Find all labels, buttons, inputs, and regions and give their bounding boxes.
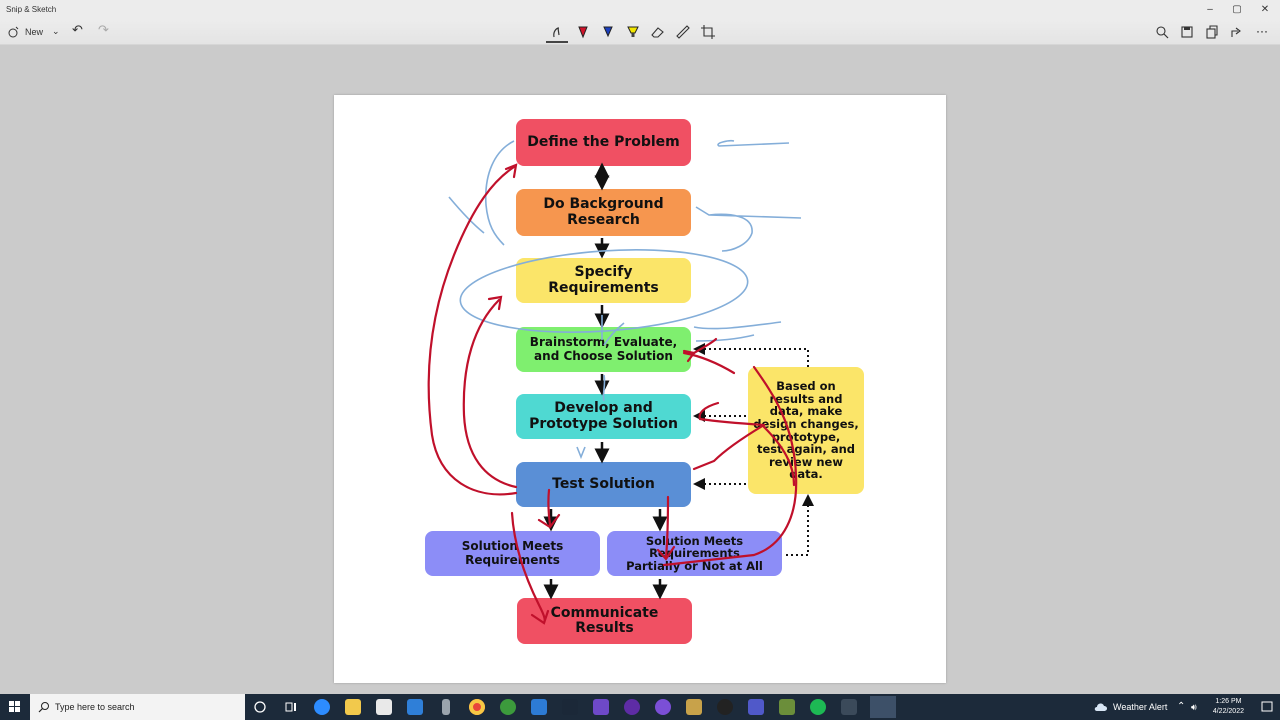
phone-icon[interactable] <box>442 699 450 715</box>
title-bar: Snip & Sketch – ▢ ✕ <box>0 0 1280 20</box>
active-tool-indicator <box>546 41 568 43</box>
touch-writing-icon[interactable] <box>549 23 567 41</box>
zoom-icon[interactable] <box>1153 23 1171 41</box>
app-circle-icon[interactable] <box>655 699 671 715</box>
crop-icon[interactable] <box>699 23 717 41</box>
notifications-icon[interactable] <box>1260 700 1274 714</box>
toolbar: New ⌄ ↶ ↷ ··· <box>0 20 1280 45</box>
xbox-icon[interactable] <box>500 699 516 715</box>
volume-icon[interactable]: 🔊︎ <box>1191 702 1197 712</box>
steam-icon[interactable] <box>562 699 578 715</box>
iteration-note-box: Based on results and data, make design c… <box>748 367 864 494</box>
share-icon[interactable] <box>1228 23 1246 41</box>
weather-alert[interactable]: Weather Alert <box>1113 702 1168 712</box>
communicate-results-box: Communicate Results <box>517 598 692 644</box>
test-solution-box: Test Solution <box>516 462 691 507</box>
search-placeholder: Type here to search <box>55 702 135 712</box>
file-explorer-icon[interactable] <box>345 699 361 715</box>
new-label: New <box>25 27 44 37</box>
dotted-partial-to-note <box>786 494 814 556</box>
task-view-icon[interactable] <box>283 699 299 715</box>
redo-icon[interactable]: ↷ <box>98 22 109 37</box>
spotify-icon[interactable] <box>810 699 826 715</box>
highlighter-icon[interactable] <box>624 23 642 41</box>
define-problem-box: Define the Problem <box>516 119 691 166</box>
weather-cloud-icon[interactable] <box>1094 701 1108 712</box>
obs-icon[interactable] <box>624 699 640 715</box>
solution-partial-box: Solution Meets Requirements Partially or… <box>607 531 782 576</box>
close-button[interactable]: ✕ <box>1260 4 1270 15</box>
ruler-icon[interactable] <box>674 23 692 41</box>
snip-canvas[interactable]: Define the Problem Do Background Researc… <box>334 95 946 683</box>
solution-meets-box: Solution Meets Requirements <box>425 531 600 576</box>
teams-icon[interactable] <box>748 699 764 715</box>
clock-date: 4/22/2022 <box>1212 708 1244 715</box>
new-snip-button[interactable]: New ⌄ <box>8 24 66 40</box>
brainstorm-box: Brainstorm, Evaluate, and Choose Solutio… <box>516 327 691 372</box>
taskbar-search-box[interactable]: Type here to search <box>30 694 245 720</box>
chrome-icon[interactable] <box>469 699 485 715</box>
new-snip-icon <box>8 26 19 38</box>
more-icon[interactable]: ··· <box>1256 24 1268 38</box>
media-app-icon[interactable] <box>717 699 733 715</box>
clock[interactable]: 1:26 PM 4/22/2022 <box>1213 697 1244 717</box>
chevron-up-icon[interactable]: ⌃ <box>1177 701 1186 712</box>
search-icon <box>38 702 49 713</box>
app-title: Snip & Sketch <box>6 5 57 14</box>
minecraft-icon[interactable] <box>779 699 795 715</box>
minimize-button[interactable]: – <box>1207 4 1213 15</box>
specify-requirements-box: Specify Requirements <box>516 258 691 303</box>
mail-icon[interactable] <box>407 699 423 715</box>
discord-icon[interactable] <box>593 699 609 715</box>
copy-icon[interactable] <box>1203 23 1221 41</box>
develop-prototype-box: Develop and Prototype Solution <box>516 394 691 439</box>
maximize-button[interactable]: ▢ <box>1232 4 1242 15</box>
ballpoint-pen-icon[interactable] <box>574 23 592 41</box>
snip-sketch-taskbar-icon[interactable] <box>870 696 896 718</box>
edge-icon[interactable] <box>531 699 547 715</box>
app-window-icon[interactable] <box>841 699 857 715</box>
library-icon[interactable] <box>686 699 702 715</box>
taskbar: Type here to search Weather Alert ⌃ 🔊︎ 1… <box>0 694 1280 720</box>
undo-icon[interactable]: ↶ <box>72 22 83 37</box>
background-research-box: Do Background Research <box>516 189 691 236</box>
dotted-note-to-brainstorm <box>693 343 809 367</box>
pencil-icon[interactable] <box>599 23 617 41</box>
zoom-app-icon[interactable] <box>314 699 330 715</box>
eraser-icon[interactable] <box>649 23 667 41</box>
save-icon[interactable] <box>1178 23 1196 41</box>
windows-start-icon[interactable] <box>0 694 30 720</box>
clock-time: 1:26 PM <box>1215 698 1242 705</box>
cortana-icon[interactable] <box>252 699 268 715</box>
store-icon[interactable] <box>376 699 392 715</box>
chevron-down-icon[interactable]: ⌄ <box>52 26 60 36</box>
